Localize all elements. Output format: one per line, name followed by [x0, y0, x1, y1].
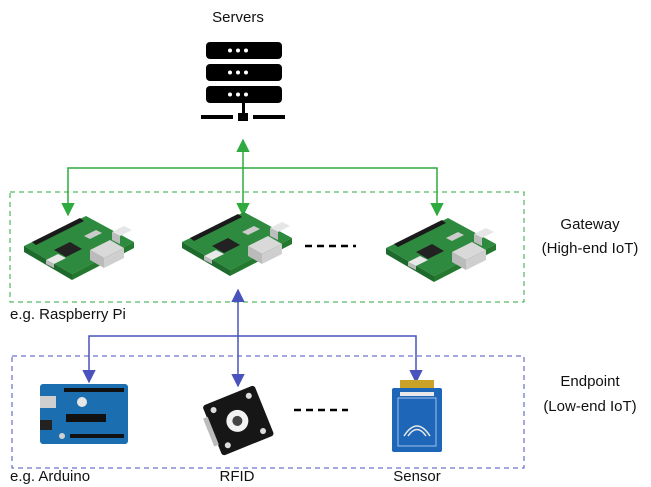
endpoint-group-box	[11, 355, 525, 469]
sensor-module-icon	[392, 380, 442, 452]
raspberry-pi-board-icon	[386, 218, 496, 282]
endpoint-title: Endpoint	[560, 373, 620, 390]
rfid-label: RFID	[219, 468, 255, 485]
gateway-left-arrow	[61, 167, 243, 217]
arduino-board-icon	[40, 384, 128, 444]
sensor-label: Sensor	[393, 468, 441, 485]
gateway-links	[61, 138, 444, 217]
gateway-title: Gateway	[560, 216, 620, 233]
endpoint-subtitle: (Low-end IoT)	[543, 398, 637, 415]
server-rack-icon	[201, 42, 285, 121]
rfid-module-icon	[203, 385, 274, 456]
raspberry-pi-board-icon	[24, 216, 134, 280]
raspberry-pi-board-icon	[182, 212, 292, 276]
gateway-right-arrow	[243, 167, 444, 217]
endpoint-links	[82, 288, 423, 388]
arduino-label: e.g. Arduino	[10, 468, 91, 485]
gateway-subtitle: (High-end IoT)	[541, 240, 639, 257]
gateway-example-label: e.g. Raspberry Pi	[10, 306, 126, 323]
endpoint-right-arrow	[238, 335, 423, 384]
servers-label: Servers	[212, 9, 264, 26]
gateway-group-box	[9, 191, 525, 303]
endpoint-left-arrow	[82, 335, 238, 384]
